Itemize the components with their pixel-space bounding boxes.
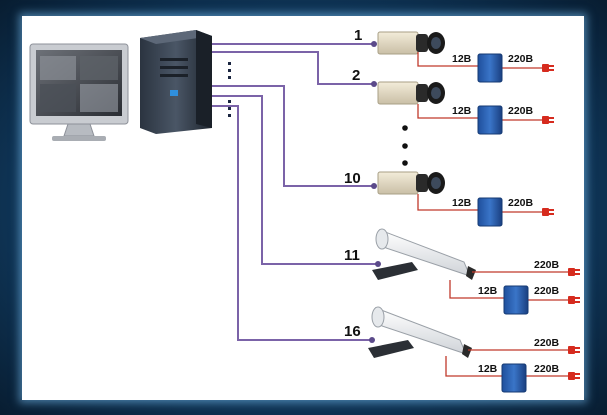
ellipsis-dots-server — [228, 62, 231, 117]
cable-camera-16 — [212, 105, 372, 341]
label-220v-camera-10: 220В — [508, 197, 534, 209]
power-adapter-icon — [477, 53, 529, 393]
label-12v-camera-11: 12В — [478, 285, 498, 297]
power-plug-icon — [542, 64, 580, 380]
monitor-icon — [29, 43, 129, 141]
power-wires — [417, 52, 568, 377]
label-12v-camera-10: 12В — [452, 197, 472, 209]
cable-camera-10 — [212, 85, 374, 187]
outdoor-camera-icon — [372, 228, 476, 280]
ellipsis-dots-cameras — [402, 125, 408, 166]
cable-end-dots — [369, 41, 381, 343]
label-12v-camera-16: 12В — [478, 363, 498, 375]
camera-number-2: 2 — [352, 67, 360, 84]
camera-number-10: 10 — [344, 170, 361, 187]
camera-number-11: 11 — [344, 247, 360, 264]
camera-number-1: 1 — [354, 27, 362, 44]
label-220v-heater-camera-11: 220В — [534, 259, 560, 271]
label-220v-camera-2: 220В — [508, 105, 534, 117]
cable-camera-11 — [212, 95, 378, 265]
cable-camera-2 — [212, 51, 374, 85]
box-camera-icon — [377, 171, 445, 195]
video-cables — [212, 43, 378, 341]
label-220v-camera-1: 220В — [508, 53, 534, 65]
outdoor-camera-icon — [368, 306, 472, 358]
label-12v-camera-1: 12В — [452, 53, 472, 65]
box-camera-icon — [377, 31, 445, 55]
label-220v-camera-16: 220В — [534, 363, 560, 375]
label-220v-heater-camera-16: 220В — [534, 337, 560, 349]
camera-number-16: 16 — [344, 323, 361, 340]
label-12v-camera-2: 12В — [452, 105, 472, 117]
label-220v-camera-11: 220В — [534, 285, 560, 297]
box-camera-icon — [377, 81, 445, 105]
server-tower-icon — [140, 30, 212, 134]
